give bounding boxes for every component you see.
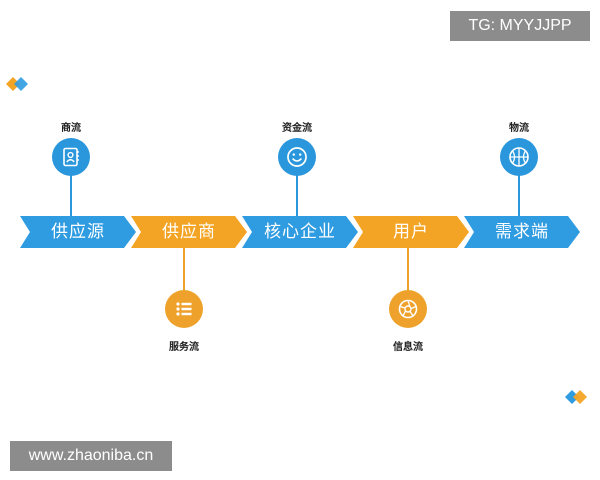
decorative-diamonds-icon: [6, 77, 28, 91]
contact-book-icon: [63, 147, 79, 167]
decorative-diamonds-icon: [565, 390, 587, 404]
smiley-icon: [287, 147, 307, 167]
stage-supply-source: 供应源: [20, 216, 136, 248]
stage-demand-side: 需求端: [464, 216, 580, 248]
aperture-icon: [398, 299, 418, 319]
stage-label: 供应商: [162, 222, 216, 242]
stage-label: 用户: [393, 222, 429, 242]
connector-line: [70, 174, 72, 218]
flow-node-logistics: [500, 138, 538, 176]
watermark-top: TG: MYYJJPP: [450, 11, 590, 41]
watermark-bottom: www.zhaoniba.cn: [10, 441, 172, 471]
flow-node-business: [52, 138, 90, 176]
connector-line: [296, 174, 298, 218]
flow-label-business: 商流: [61, 123, 81, 134]
stage-core-enterprise: 核心企业: [242, 216, 358, 248]
stage-label: 核心企业: [264, 222, 336, 242]
flow-node-service: [165, 290, 203, 328]
stage-label: 需求端: [495, 222, 549, 242]
connector-line: [518, 174, 520, 218]
flow-label-service: 服务流: [169, 342, 199, 353]
flow-label-capital: 资金流: [282, 123, 312, 134]
flow-label-logistics: 物流: [509, 123, 529, 134]
flow-node-capital: [278, 138, 316, 176]
basketball-icon: [509, 147, 529, 167]
connector-line: [407, 246, 409, 292]
flow-label-information: 信息流: [393, 342, 423, 353]
connector-line: [183, 246, 185, 292]
list-icon: [176, 302, 192, 316]
stage-label: 供应源: [51, 222, 105, 242]
stage-user: 用户: [353, 216, 469, 248]
flow-node-information: [389, 290, 427, 328]
stage-supplier: 供应商: [131, 216, 247, 248]
